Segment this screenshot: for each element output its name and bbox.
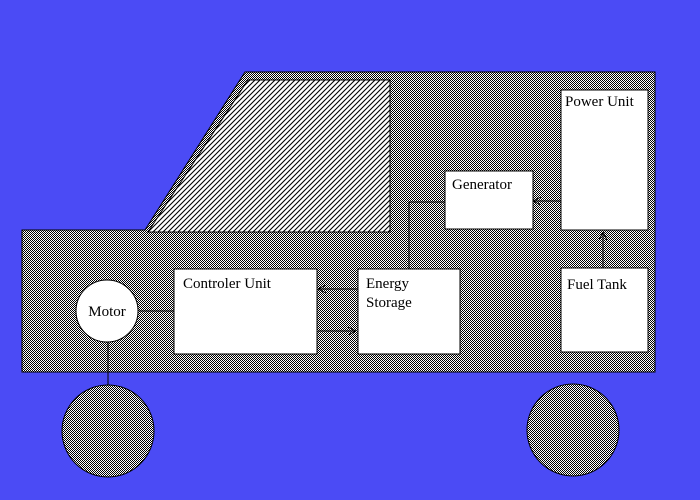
motor-label: Motor: [88, 304, 126, 320]
energy-storage-box: Energy Storage: [357, 268, 461, 355]
rear-wheel: [526, 383, 620, 477]
controller-unit-box: Controler Unit: [173, 268, 318, 355]
controller-unit-label: Controler Unit: [183, 276, 272, 292]
fuel-tank-box: Fuel Tank: [560, 267, 649, 353]
front-wheel: [61, 384, 155, 478]
generator-label: Generator: [452, 177, 512, 193]
power-unit-box: Power Unit: [560, 89, 649, 231]
energy-storage-label-line2: Storage: [366, 295, 412, 311]
power-unit-label: Power Unit: [565, 94, 635, 110]
motor-node: Motor: [75, 279, 139, 343]
generator-box: Generator: [444, 170, 534, 230]
windshield: [147, 79, 391, 233]
generator-storage-link: [408, 201, 445, 269]
fuel-tank-label: Fuel Tank: [567, 277, 627, 293]
energy-storage-label-line1: Energy: [366, 276, 410, 292]
